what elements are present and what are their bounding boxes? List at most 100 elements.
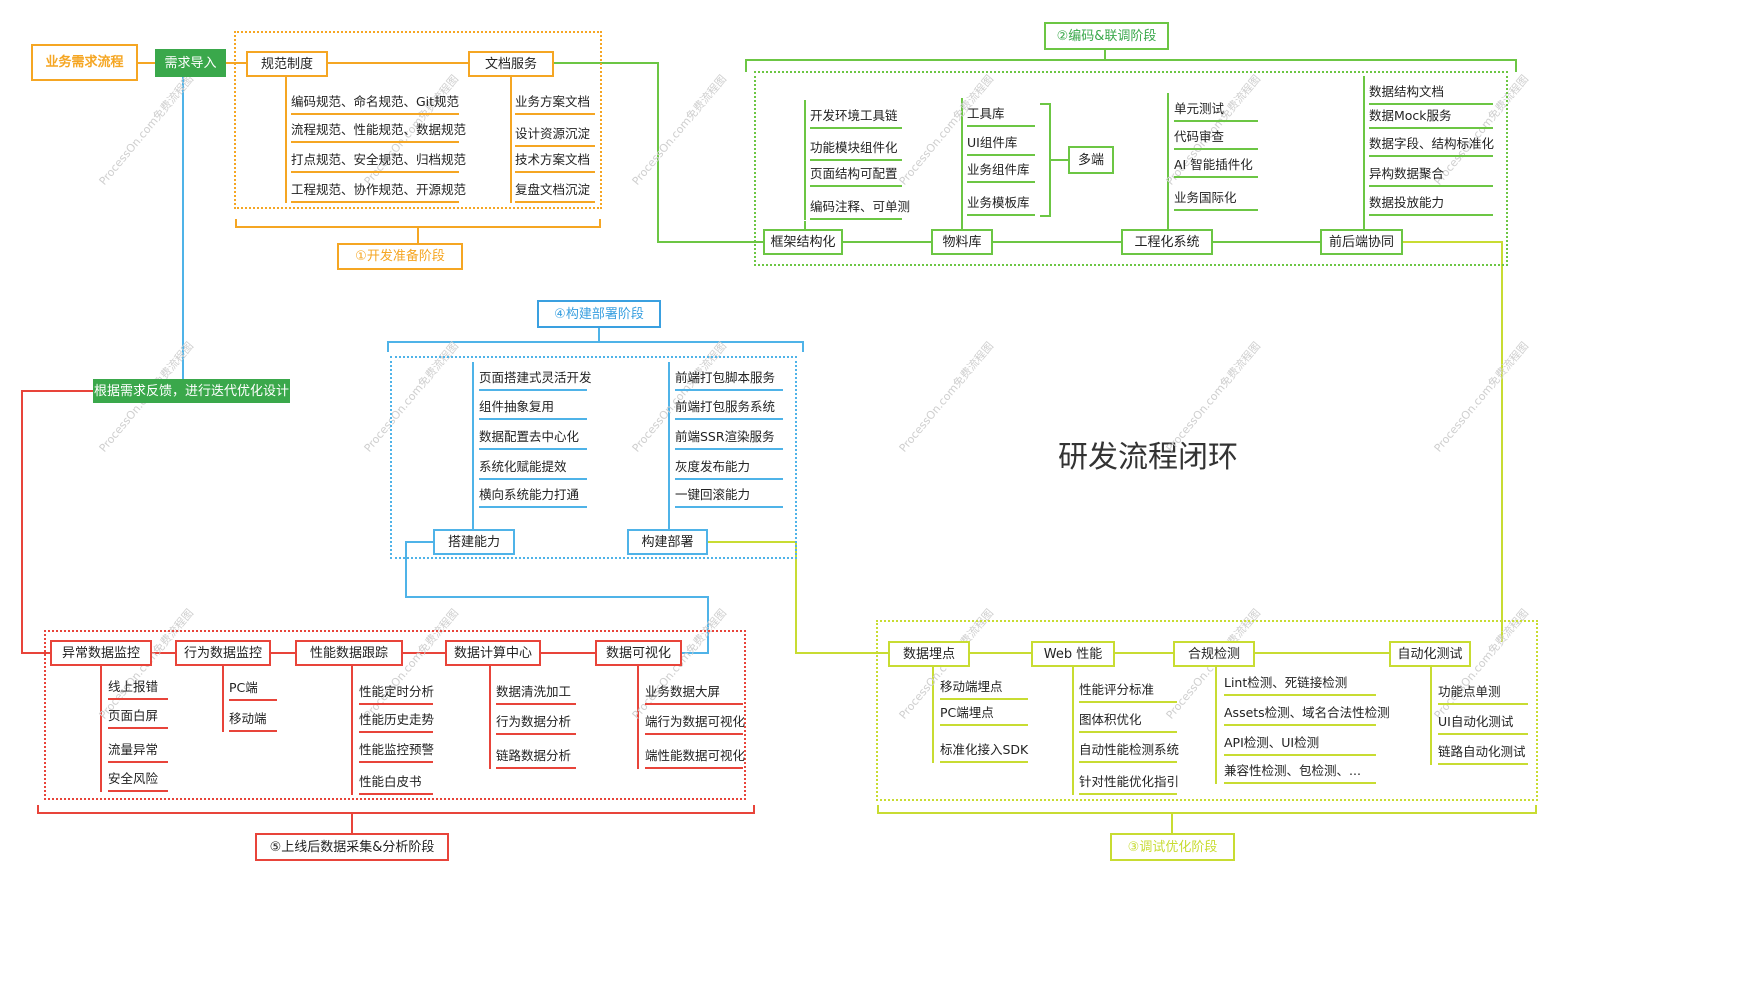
stage1-bracket	[235, 219, 601, 228]
build-item: 页面搭建式灵活开发	[479, 371, 592, 391]
web-item: 图体积优化	[1079, 713, 1177, 733]
anomaly-item: 页面白屏	[108, 709, 168, 729]
framework-item: 开发环境工具链	[810, 109, 902, 129]
stage4-bracket	[387, 341, 804, 352]
build-item: 系统化赋能提效	[479, 460, 587, 480]
engineering-item: 单元测试	[1174, 102, 1258, 122]
collab-item: 异构数据聚合	[1369, 167, 1493, 187]
anomaly-node: 异常数据监控	[50, 640, 152, 666]
stage2-bracket	[745, 59, 1517, 72]
feedback-iteration-node: 根据需求反馈，进行迭代优化设计	[93, 379, 290, 403]
framework-item: 功能模块组件化	[810, 141, 902, 161]
stage4-container	[390, 356, 797, 559]
multi-platform-node: 多端	[1068, 146, 1114, 174]
compliance-item: Assets检测、域名合法性检测	[1224, 706, 1390, 726]
tracking-node: 数据埋点	[888, 641, 970, 667]
stage2-to-stage3-line	[1403, 241, 1503, 642]
visual-item: 端行为数据可视化	[645, 715, 745, 735]
materials-item: 业务组件库	[967, 163, 1035, 183]
materials-item: UI组件库	[967, 136, 1035, 156]
framework-node: 框架结构化	[763, 229, 843, 255]
autotest-item: 功能点单测	[1438, 685, 1528, 705]
stage4-to-stage5-line	[405, 541, 709, 654]
docs-item: 业务方案文档	[515, 95, 595, 115]
norms-node: 规范制度	[246, 51, 328, 77]
web-item: 性能评分标准	[1079, 683, 1177, 703]
behavior-item: PC端	[229, 681, 277, 701]
stage3-bracket	[877, 805, 1537, 814]
stage1-label: ①开发准备阶段	[337, 243, 463, 270]
stage4-to-stage3-line	[708, 541, 888, 654]
build-item: 数据配置去中心化	[479, 430, 587, 450]
framework-item: 编码注释、可单测	[810, 200, 910, 220]
collab-node: 前后端协同	[1320, 229, 1403, 255]
tracking-item: PC端埋点	[940, 706, 1028, 726]
perf-item: 性能定时分析	[359, 685, 434, 705]
compliance-item: 兼容性检测、包检测、...	[1224, 764, 1376, 784]
stage1-container	[234, 31, 602, 209]
materials-node: 物料库	[931, 229, 993, 255]
web-perf-node: Web 性能	[1031, 641, 1115, 667]
compliance-node: 合规检测	[1173, 641, 1255, 667]
business-flow-root: 业务需求流程	[31, 44, 138, 81]
materials-item: 工具库	[967, 107, 1035, 127]
norms-item: 工程规范、协作规范、开源规范	[291, 183, 466, 203]
stage2-container	[754, 71, 1508, 266]
engineering-item: 业务国际化	[1174, 191, 1258, 211]
build-item: 横向系统能力打通	[479, 488, 587, 508]
collab-item: 数据字段、结构标准化	[1369, 137, 1494, 157]
engineering-item: AI 智能插件化	[1174, 158, 1258, 178]
behavior-node: 行为数据监控	[175, 640, 271, 666]
compute-item: 链路数据分析	[496, 749, 576, 769]
stage4-label: ④构建部署阶段	[537, 300, 661, 328]
engineering-node: 工程化系统	[1121, 229, 1213, 255]
web-item: 自动性能检测系统	[1079, 743, 1179, 763]
deploy-item: 前端SSR渲染服务	[675, 430, 783, 450]
engineering-item: 代码审查	[1174, 130, 1258, 150]
tracking-item: 移动端埋点	[940, 680, 1028, 700]
collab-item: 数据结构文档	[1369, 85, 1493, 105]
docs-node: 文档服务	[468, 51, 554, 77]
perf-track-node: 性能数据跟踪	[295, 640, 403, 666]
visual-item: 端性能数据可视化	[645, 749, 745, 769]
compute-node: 数据计算中心	[445, 640, 541, 666]
stage1-to-stage2-line	[554, 62, 763, 243]
compliance-item: Lint检测、死链接检测	[1224, 676, 1376, 696]
autotest-node: 自动化测试	[1389, 641, 1471, 667]
materials-item: 业务模板库	[967, 196, 1035, 216]
stage5-bracket	[37, 805, 755, 814]
deploy-item: 一键回滚能力	[675, 488, 783, 508]
deploy-item: 前端打包服务系统	[675, 400, 783, 420]
compute-item: 行为数据分析	[496, 715, 576, 735]
autotest-item: 链路自动化测试	[1438, 745, 1528, 765]
stage3-container	[876, 620, 1538, 801]
deploy-item: 前端打包脚本服务	[675, 371, 783, 391]
docs-item: 设计资源沉淀	[515, 127, 595, 147]
build-item: 组件抽象复用	[479, 400, 587, 420]
compute-item: 数据清洗加工	[496, 685, 576, 705]
behavior-item: 移动端	[229, 712, 277, 732]
deploy-node: 构建部署	[627, 529, 708, 555]
stage3-label: ③调试优化阶段	[1110, 833, 1235, 861]
stage5-label: ⑤上线后数据采集&分析阶段	[255, 833, 449, 861]
build-node: 搭建能力	[433, 529, 515, 555]
autotest-item: UI自动化测试	[1438, 715, 1528, 735]
docs-item: 复盘文档沉淀	[515, 183, 595, 203]
collab-item: 数据投放能力	[1369, 196, 1493, 216]
visual-node: 数据可视化	[595, 640, 682, 666]
framework-item: 页面结构可配置	[810, 167, 902, 187]
norms-item: 编码规范、命名规范、Git规范	[291, 95, 459, 115]
requirement-import-node: 需求导入	[155, 49, 226, 77]
diagram-title: 研发流程闭环	[1058, 440, 1238, 475]
docs-item: 技术方案文档	[515, 153, 595, 173]
anomaly-item: 线上报错	[108, 680, 168, 700]
stage5-container	[44, 630, 746, 800]
collab-item: 数据Mock服务	[1369, 109, 1493, 129]
tracking-item: 标准化接入SDK	[940, 743, 1028, 763]
perf-item: 性能历史走势	[359, 713, 434, 733]
compliance-item: API检测、UI检测	[1224, 736, 1376, 756]
norms-item: 打点规范、安全规范、归档规范	[291, 153, 466, 173]
perf-item: 性能监控预警	[359, 743, 434, 763]
